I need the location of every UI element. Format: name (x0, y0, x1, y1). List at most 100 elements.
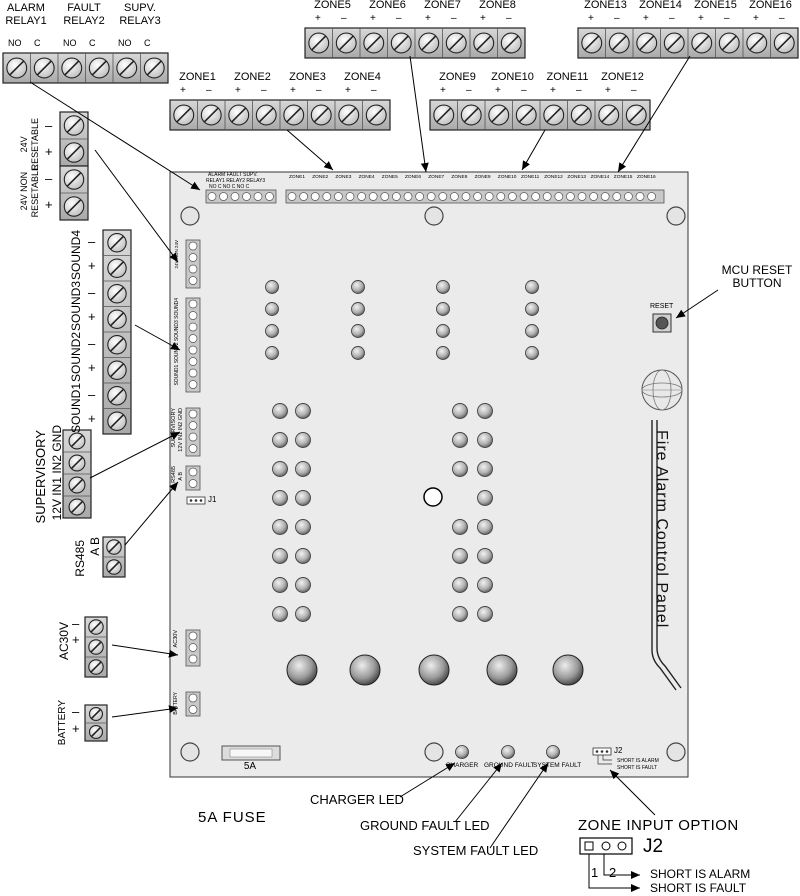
zone-label: ZONE6 (369, 0, 406, 11)
zone-label: ZONE15 (694, 0, 737, 11)
zone-plus-label: + (370, 13, 376, 24)
supervisory-terminal-block (62, 429, 92, 519)
buzzer-icon (641, 369, 683, 411)
fuse-icon (221, 745, 281, 761)
mini-sound-label: SOUND1 SOUND2 SOUND3 SOUND4 (174, 298, 180, 386)
mcu-reset-callout: MCU RESET BUTTON (721, 263, 793, 290)
mini-zone-label: ZONE10 (497, 175, 517, 180)
zone-led-array (265, 280, 539, 622)
relay-terminal-block (2, 52, 169, 84)
plus-label: + (72, 632, 80, 647)
minus-label: – (88, 336, 96, 351)
mini-zone-label: ZONE16 (637, 175, 656, 180)
j1-text: J1 (208, 495, 217, 504)
relay-pin-label: C (89, 38, 96, 48)
reset-button (652, 313, 672, 333)
zone-plus-label: + (698, 13, 704, 24)
zone-minus-label: – (371, 85, 377, 96)
zone5-8-terminal-block (304, 27, 526, 59)
zone-plus-label: + (440, 85, 446, 96)
zone-label: ZONE5 (314, 0, 351, 11)
status-large-leds (286, 654, 584, 686)
zone-minus-label: – (466, 85, 472, 96)
fault-relay2-label: FAULT RELAY2 (63, 2, 105, 27)
zone-minus-label: – (631, 85, 637, 96)
rs485-terminal-block (102, 536, 126, 578)
zone-plus-label: + (315, 13, 321, 24)
mini-sup-pins-label: 12V IN1 IN2 GND (178, 408, 184, 452)
system-fault-led-callout: SYSTEM FAULT LED (413, 843, 539, 858)
zone-label: ZONE7 (424, 0, 461, 11)
zone9-12-terminal-block (429, 99, 651, 131)
24v-resettable-terminal-block (59, 111, 89, 167)
rs485-label: RS485 (73, 540, 87, 577)
main-board (169, 171, 689, 778)
j2-callout: J2 (643, 836, 664, 857)
zone-label: ZONE9 (439, 71, 476, 83)
zone-plus-label: + (550, 85, 556, 96)
ground-fault-led (501, 745, 515, 759)
j2-detail-jumper (579, 837, 640, 892)
plus-label: + (88, 309, 96, 324)
zone-plus-label: + (605, 85, 611, 96)
sound-label: SOUND2 (69, 332, 83, 383)
zone-minus-label: – (341, 13, 347, 24)
fuse-callout: 5A FUSE (198, 809, 267, 826)
zone-plus-label: + (345, 85, 351, 96)
mini-rs485-label: RS485 (171, 466, 177, 483)
zone-minus-label: – (206, 85, 212, 96)
minus-label: – (88, 234, 96, 249)
24v-non-resettable-terminal-block (59, 165, 89, 221)
zone-plus-label: + (643, 13, 649, 24)
zone-input-option-callout: ZONE INPUT OPTION (578, 817, 739, 834)
zone-plus-label: + (495, 85, 501, 96)
zone-minus-label: – (576, 85, 582, 96)
board-title: Fire Alarm Control Panel (653, 430, 670, 629)
mini-nc-label: NO C NO C NO C (209, 184, 250, 190)
minus-label: – (45, 171, 53, 186)
mini-zone-label: ZONE6 (405, 175, 421, 180)
zone-label: ZONE3 (289, 71, 326, 83)
zone-label: ZONE4 (344, 71, 381, 83)
zone-label: ZONE14 (639, 0, 682, 11)
mini-zone-label: ZONE14 (590, 175, 610, 180)
fuse-text-board: 5A (243, 761, 257, 772)
sound-label: SOUND4 (69, 230, 83, 281)
zone13-16-terminal-block (577, 27, 799, 59)
j2-text-board: J2 (614, 746, 623, 755)
24v-non-resettable-label: 24V NON RESETABLE (19, 165, 40, 218)
leader-lines (29, 55, 719, 849)
j2-note1-board: SHORT IS ALARM (617, 758, 659, 764)
supv-relay3-label: SUPV. RELAY3 (119, 2, 161, 27)
sound-label: SOUND3 (69, 281, 83, 332)
mini-relay-label: ALARM FAULT SUPV. (208, 172, 258, 178)
system-fault-led (546, 745, 560, 759)
plus-label: + (45, 144, 53, 159)
battery-label: BATTERY (57, 700, 68, 746)
zone-minus-label: – (451, 13, 457, 24)
minus-label: – (72, 704, 80, 719)
supervisory-pins-label: 12V IN1 IN2 GND (50, 425, 64, 521)
zone-minus-label: – (669, 13, 675, 24)
charger-led (455, 745, 469, 759)
mini-ac30v-label: AC30V (173, 630, 179, 648)
j2-note2-board: SHORT IS FAULT (617, 765, 658, 771)
plus-label: + (88, 411, 96, 426)
mini-zone-label: ZONE8 (451, 175, 468, 180)
zone-minus-label: – (396, 13, 402, 24)
zone-plus-label: + (180, 85, 186, 96)
minus-label: – (72, 616, 80, 631)
24v-resettable-label: 24V RESETABLE (19, 118, 40, 171)
zone-label: ZONE10 (491, 71, 534, 83)
minus-label: – (88, 387, 96, 402)
sound-terminal-block (102, 229, 132, 435)
plus-label: + (88, 258, 96, 273)
zone-label: ZONE16 (749, 0, 792, 11)
mini-24v-label: 24V NON 24V (174, 240, 179, 269)
zone-plus-label: + (753, 13, 759, 24)
ground-fault-led-callout: GROUND FAULT LED (360, 818, 490, 833)
sound-label: SOUND1 (69, 383, 83, 434)
ac30v-terminal-block (84, 616, 108, 678)
zone-label: ZONE11 (546, 71, 589, 83)
